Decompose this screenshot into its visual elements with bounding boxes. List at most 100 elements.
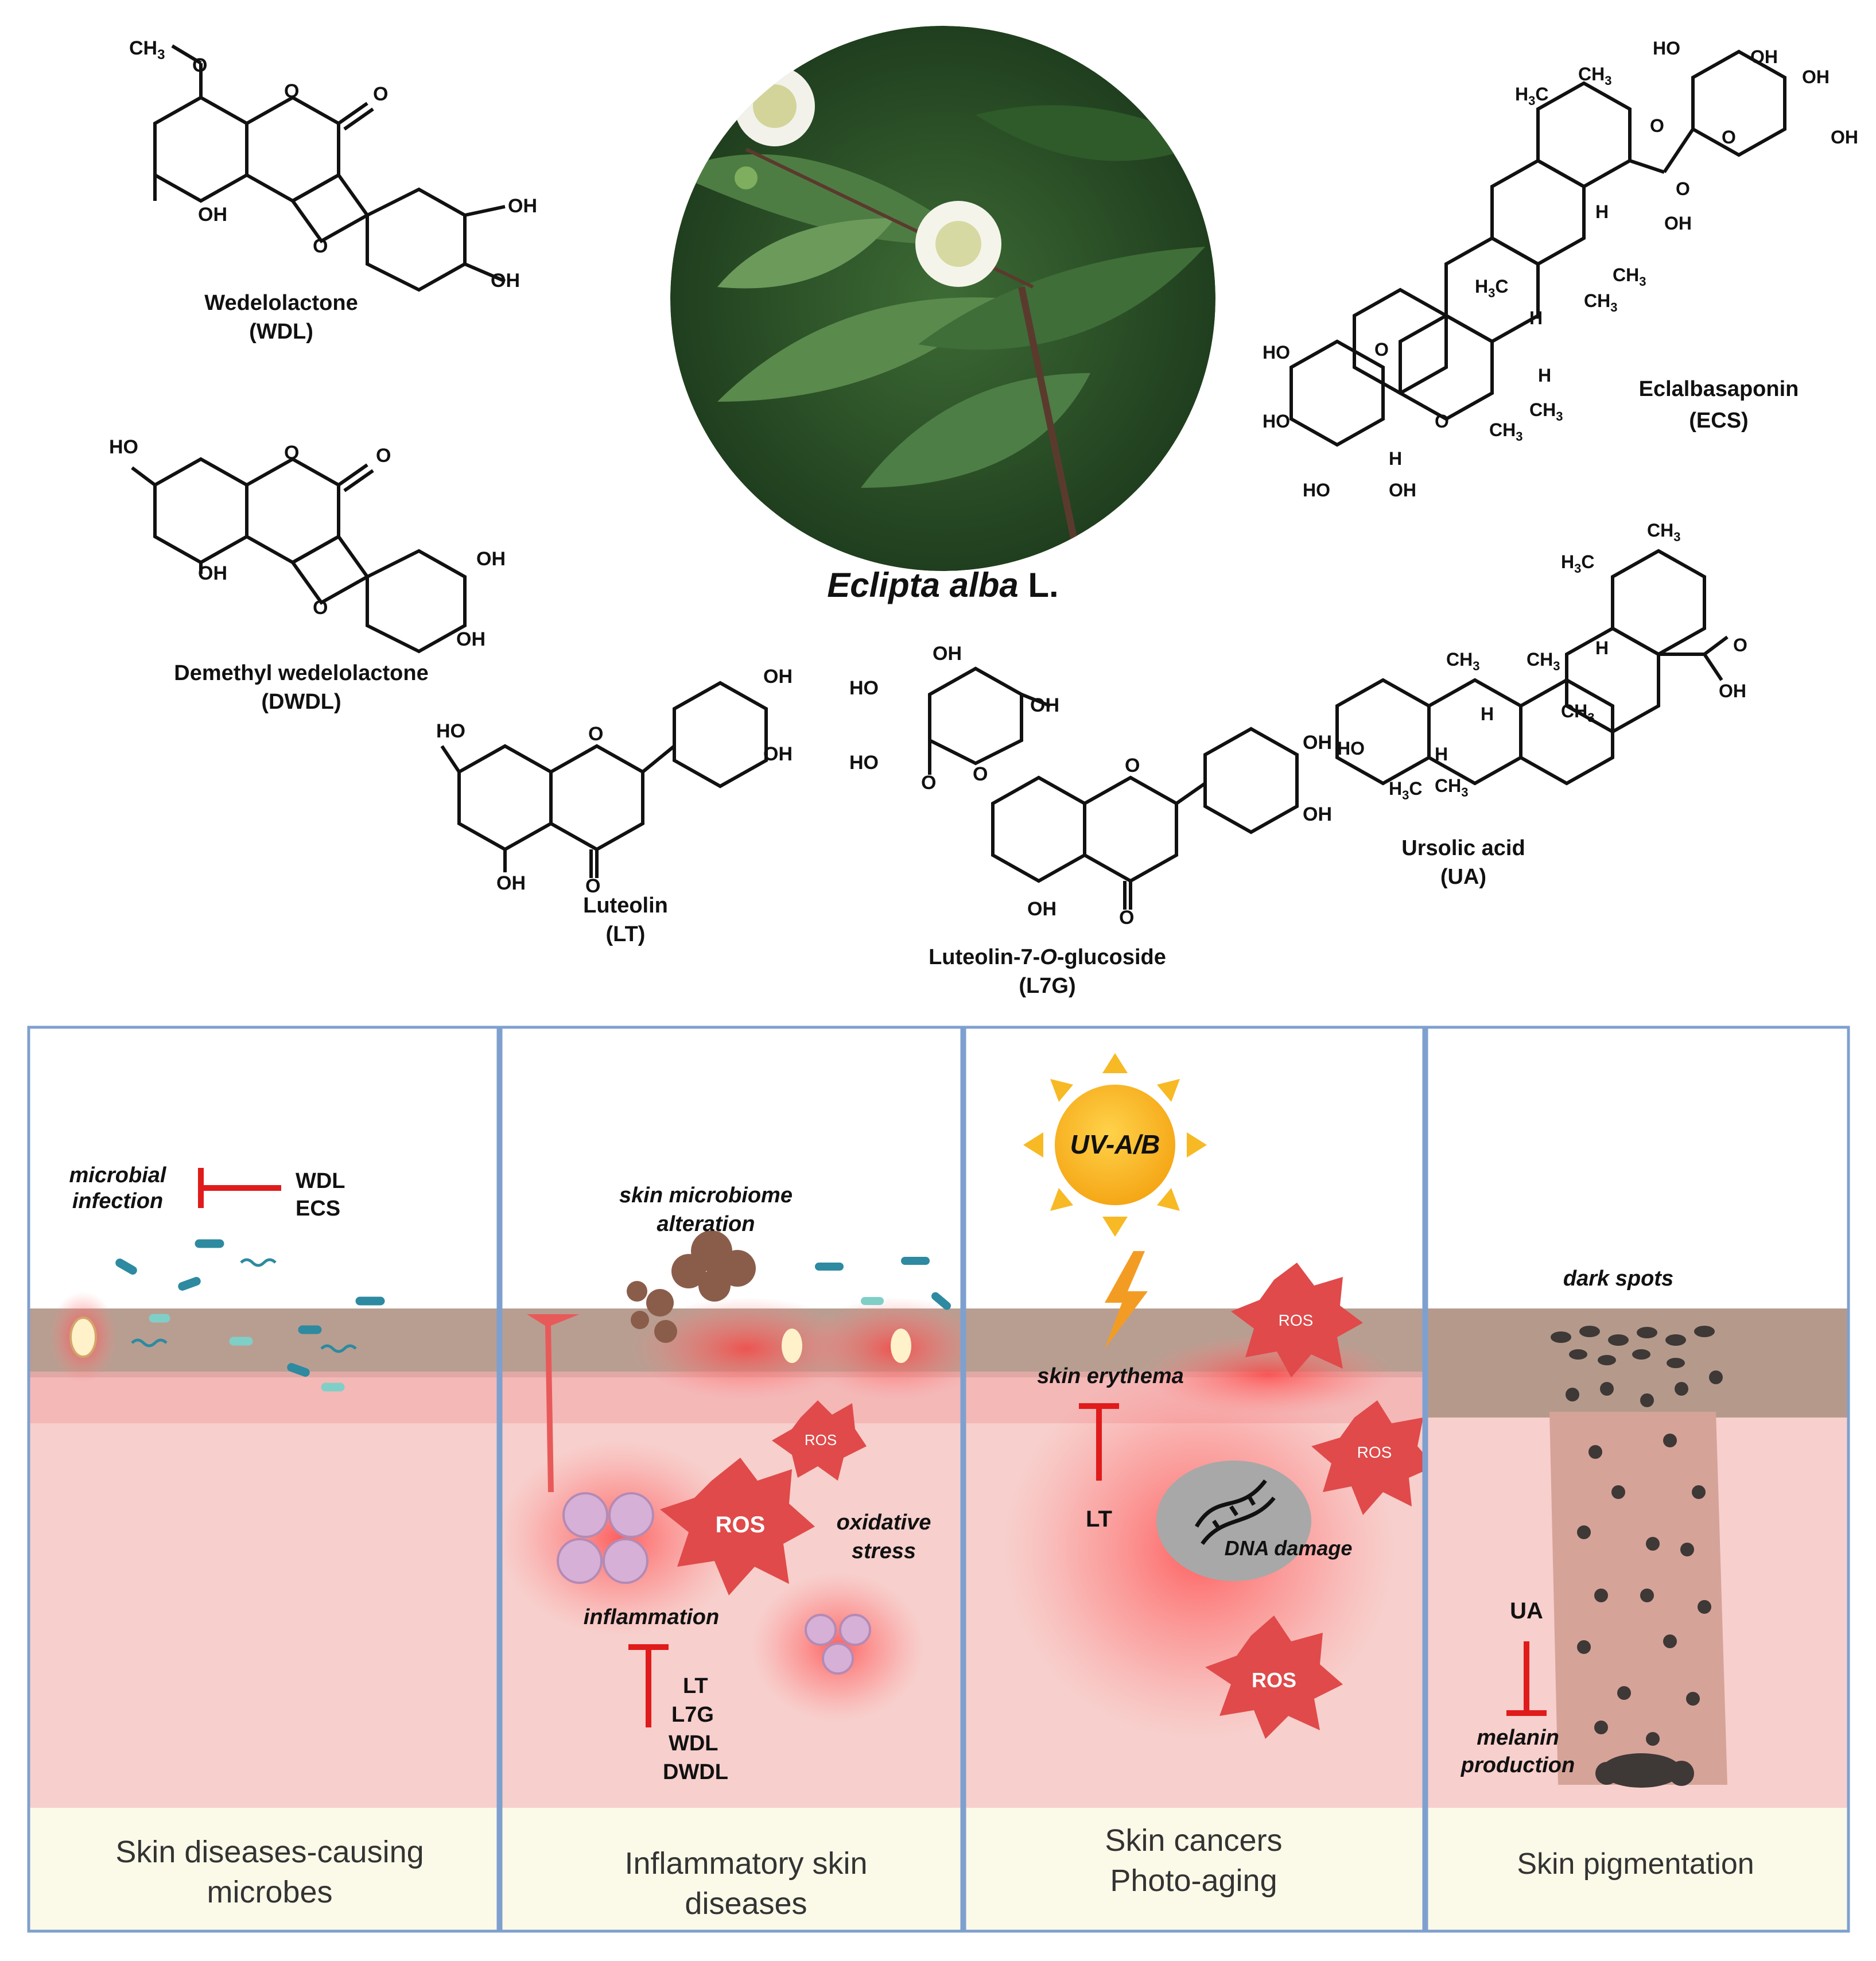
- demethyl-wedelolactone-atoms: HO O O OH O OH OH: [109, 436, 506, 650]
- lightning-icon: [1105, 1251, 1148, 1349]
- sun-label: UV-A/B: [1070, 1129, 1160, 1159]
- svg-text:O: O: [313, 235, 328, 257]
- svg-text:OH: OH: [1802, 67, 1830, 87]
- bacteria-cluster: [115, 1239, 385, 1392]
- svg-text:H3C: H3C: [1389, 778, 1422, 802]
- svg-text:O: O: [1650, 115, 1664, 136]
- svg-text:OH: OH: [1750, 46, 1778, 67]
- svg-text:CH3: CH3: [129, 37, 165, 63]
- ros-label: ROS: [1279, 1311, 1314, 1329]
- melanin-label-line2: production: [1461, 1753, 1575, 1777]
- svg-text:O: O: [376, 445, 391, 467]
- svg-text:O: O: [1119, 907, 1134, 929]
- svg-text:O: O: [313, 597, 328, 619]
- ros-burst: [1311, 1400, 1424, 1515]
- svg-text:O: O: [1676, 178, 1690, 199]
- compound-name-l7g: Luteolin-7-O-glucoside: [929, 945, 1166, 969]
- svg-text:OH: OH: [1719, 681, 1746, 701]
- svg-text:CH3: CH3: [1527, 649, 1560, 673]
- svg-text:HO: HO: [1263, 411, 1290, 432]
- luteolin-atoms: HO O O OH OH OH: [436, 666, 793, 897]
- ros-burst-big: [660, 1458, 815, 1595]
- structure-luteolin: [440, 681, 768, 878]
- compound-name-ecs: Eclalbasaponin: [1639, 377, 1799, 401]
- svg-text:OH: OH: [496, 872, 526, 894]
- inhibitor-label: WDL: [296, 1169, 345, 1193]
- dna-damage-label: DNA damage: [1225, 1536, 1353, 1560]
- structure-demethyl-wedelolactone: [131, 457, 467, 654]
- ros-label: ROS: [1357, 1443, 1392, 1461]
- compound-abbr-l7g: (L7G): [1019, 974, 1075, 998]
- microbiome-label-line2: alteration: [657, 1212, 755, 1236]
- svg-text:O: O: [973, 763, 988, 785]
- svg-text:OH: OH: [1303, 803, 1332, 825]
- bacteria-cluster: [815, 1257, 951, 1310]
- compound-name-wdl: Wedelolactone: [204, 291, 358, 315]
- panel-inflammatory: [501, 1027, 962, 1931]
- svg-text:OH: OH: [198, 204, 227, 226]
- ros-label-small: ROS: [805, 1431, 837, 1449]
- svg-text:H: H: [1481, 704, 1494, 724]
- panel-caption-line1: Inflammatory skin: [624, 1846, 867, 1881]
- inhibitor-label: UA: [1510, 1598, 1543, 1624]
- svg-text:CH3: CH3: [1647, 520, 1680, 544]
- compound-abbr-dwdl: (DWDL): [261, 690, 341, 714]
- structure-wedelolactone: [153, 44, 506, 292]
- oxidative-label-line1: oxidative: [837, 1510, 931, 1535]
- ros-burst: [1205, 1616, 1343, 1739]
- inhibitor-label: ECS: [296, 1197, 340, 1221]
- svg-text:OH: OH: [491, 270, 520, 292]
- svg-text:O: O: [1722, 127, 1736, 147]
- svg-text:O: O: [373, 83, 388, 105]
- erythema-label: skin erythema: [1037, 1364, 1184, 1388]
- svg-text:H3C: H3C: [1561, 552, 1594, 576]
- process-microbial-line1: microbial: [69, 1163, 167, 1187]
- svg-text:OH: OH: [476, 548, 506, 570]
- microbiome-label-line1: skin microbiome: [619, 1183, 793, 1207]
- svg-text:HO: HO: [1337, 738, 1365, 759]
- svg-text:O: O: [921, 772, 936, 794]
- svg-text:HO: HO: [849, 677, 879, 699]
- sun-icon: [1023, 1053, 1207, 1237]
- compound-abbr-ecs: (ECS): [1689, 409, 1748, 433]
- dark-spots-label: dark spots: [1563, 1267, 1673, 1291]
- panel-caption-line2: diseases: [685, 1886, 807, 1921]
- inhibitor-label: WDL: [669, 1731, 718, 1756]
- svg-text:CH3: CH3: [1584, 290, 1617, 314]
- svg-text:H: H: [1529, 308, 1543, 328]
- inhibitor-label: LT: [683, 1674, 708, 1698]
- structure-eclalbasaponin: [1289, 49, 1786, 447]
- inhibition-symbol: [628, 1644, 669, 1727]
- svg-text:OH: OH: [933, 643, 962, 665]
- svg-text:HO: HO: [1263, 342, 1290, 363]
- oxidative-label-line2: stress: [852, 1539, 916, 1563]
- panel-inflammatory-border: [499, 1026, 964, 1933]
- inhibitor-label: LT: [1086, 1506, 1112, 1532]
- svg-text:OH: OH: [1027, 898, 1057, 920]
- dna-icon: [1194, 1479, 1276, 1545]
- panel-caption-line2: Photo-aging: [1110, 1863, 1277, 1898]
- inhibition-symbol: [1079, 1403, 1119, 1481]
- svg-text:OH: OH: [1303, 732, 1332, 754]
- svg-text:O: O: [585, 875, 600, 897]
- melanin-spots: [1551, 1326, 1723, 1788]
- wedelolactone-atoms: CH3 O O O OH O OH OH: [129, 37, 537, 292]
- svg-text:OH: OH: [1030, 694, 1059, 716]
- eclalbasaponin-atoms: H3C CH3 HO OH OH OH O O O OH H CH3 CH3 H…: [1263, 38, 1858, 500]
- svg-text:OH: OH: [508, 195, 537, 217]
- svg-text:HO: HO: [1653, 38, 1680, 59]
- svg-text:CH3: CH3: [1435, 775, 1468, 799]
- svg-text:H3C: H3C: [1475, 276, 1508, 300]
- inhibitor-label: DWDL: [663, 1760, 728, 1784]
- compound-name-ua: Ursolic acid: [1401, 836, 1525, 860]
- svg-text:H: H: [1435, 744, 1448, 764]
- svg-text:CH3: CH3: [1446, 649, 1479, 673]
- ursolic-acid-atoms: CH3 H3C O OH CH3 CH3 H H CH3 HO H3C CH3 …: [1337, 520, 1747, 802]
- panel-microbes-border: [27, 1026, 500, 1933]
- svg-text:O: O: [284, 442, 299, 464]
- panel-pigmentation-border: [1425, 1026, 1850, 1933]
- svg-text:OH: OH: [763, 743, 793, 765]
- svg-text:O: O: [1435, 411, 1449, 432]
- svg-text:H: H: [1595, 201, 1609, 222]
